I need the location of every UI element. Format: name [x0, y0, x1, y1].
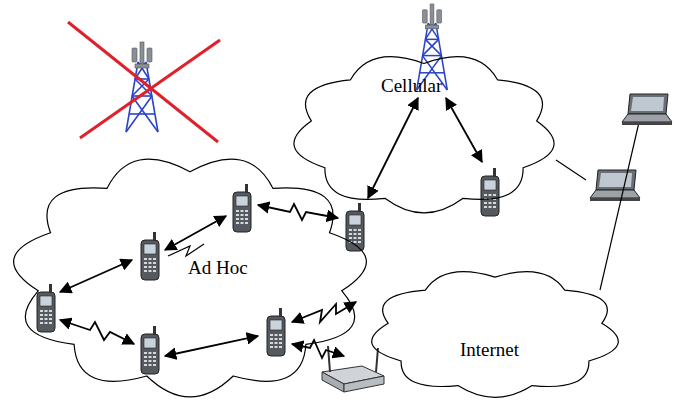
cloud-label: Internet: [460, 340, 519, 361]
network-cloud: Ad Hoc: [6, 150, 374, 402]
cloud-outline: [364, 264, 626, 402]
cloud-outline: [286, 48, 562, 218]
network-cloud: Cellular: [286, 48, 562, 218]
cloud-label: Ad Hoc: [188, 258, 248, 279]
network-cloud: Internet: [364, 264, 626, 402]
cloud-label: Cellular: [381, 76, 442, 97]
